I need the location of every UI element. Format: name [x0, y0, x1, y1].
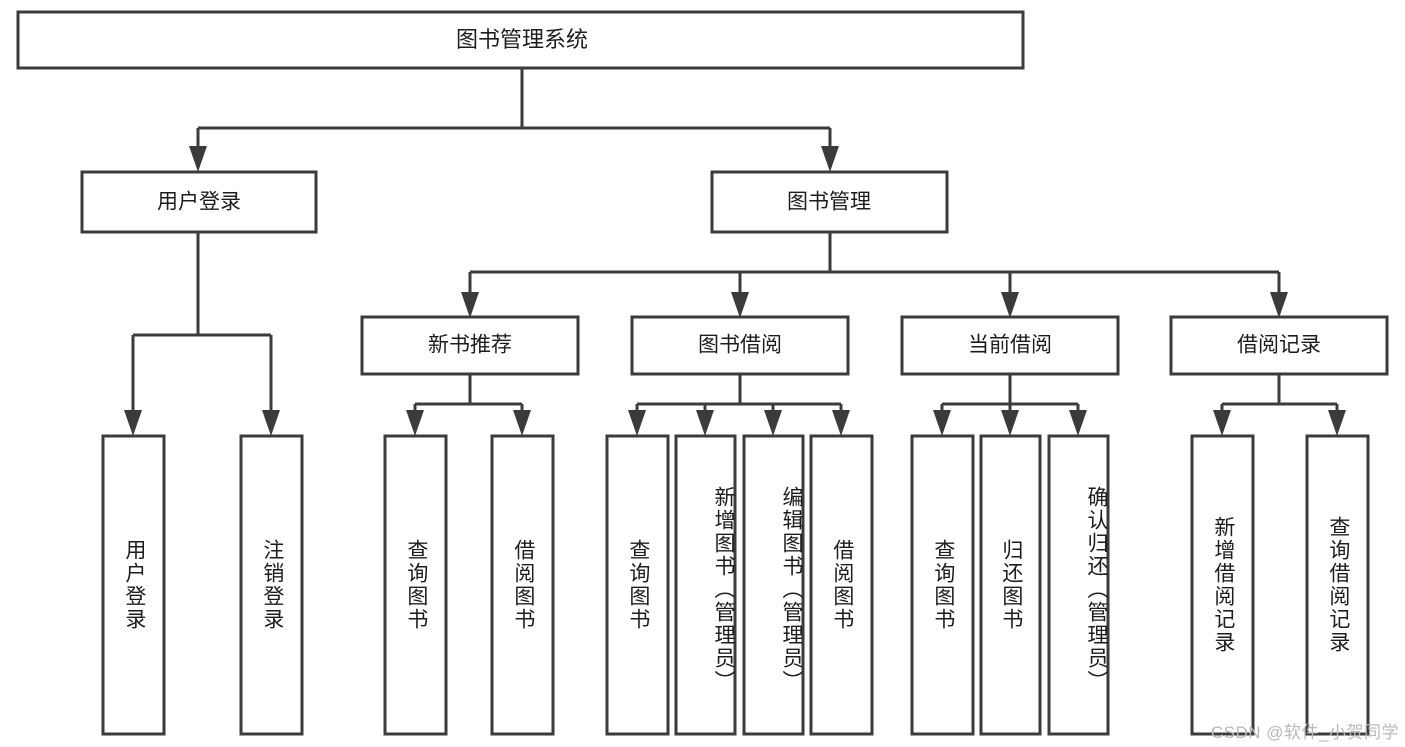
arrow-root-to-book-management — [821, 146, 839, 172]
arrow-leaf-query-book-1 — [406, 410, 424, 436]
node-current-borrow[interactable]: 当前借阅 — [900, 315, 1120, 376]
node-leaf-confirm-return-box[interactable] — [1047, 434, 1110, 736]
node-book-management-label: 图书管理 — [787, 191, 871, 214]
node-leaf-edit-book-box[interactable] — [742, 434, 805, 736]
arrow-leaf-user-login — [124, 410, 142, 436]
node-book-management-box[interactable] — [710, 170, 949, 234]
node-borrow-record-label: 借阅记录 — [1237, 334, 1321, 357]
arrow-leaf-return-book — [1001, 410, 1019, 436]
node-book-borrow[interactable]: 图书借阅 — [630, 315, 850, 376]
arrow-to-new-book-recommend — [461, 292, 479, 318]
node-leaf-query-book-3-box[interactable] — [910, 434, 975, 736]
arrow-leaf-confirm-return — [1069, 410, 1087, 436]
node-new-book-recommend-box[interactable] — [360, 315, 580, 376]
node-book-management[interactable]: 图书管理 — [710, 170, 949, 234]
node-user-login-label: 用户登录 — [157, 191, 241, 214]
arrow-leaf-add-book — [696, 410, 714, 436]
node-leaf-borrow-book-1-box[interactable] — [490, 434, 555, 736]
arrow-to-borrow-record — [1270, 292, 1288, 318]
node-user-login-box[interactable] — [80, 170, 318, 234]
node-root-label: 图书管理系统 — [456, 27, 588, 52]
node-root[interactable]: 图书管理系统 — [16, 10, 1025, 70]
edges-group — [124, 68, 1346, 436]
node-leaf-borrow-book-2-box[interactable] — [809, 434, 874, 736]
arrow-leaf-user-logout — [262, 410, 280, 436]
arrow-to-book-borrow — [731, 292, 749, 318]
arrow-leaf-add-record — [1213, 410, 1231, 436]
node-new-book-recommend-label: 新书推荐 — [428, 334, 512, 357]
node-user-login[interactable]: 用户登录 — [80, 170, 318, 234]
node-leaf-query-record-box[interactable] — [1305, 434, 1370, 736]
arrow-leaf-borrow-book-2 — [832, 410, 850, 436]
node-current-borrow-label: 当前借阅 — [968, 334, 1052, 357]
node-root-box[interactable] — [16, 10, 1025, 70]
node-leaf-user-login-box[interactable] — [101, 434, 166, 736]
node-leaf-query-book-1-box[interactable] — [383, 434, 448, 736]
watermark-text: CSDN @软件_小贺同学 — [1210, 723, 1399, 742]
nodes-group: 图书管理系统 用户登录 图书管理 新书推荐 图书借阅 — [16, 10, 1389, 736]
node-book-borrow-box[interactable] — [630, 315, 850, 376]
arrow-to-current-borrow — [1001, 292, 1019, 318]
node-leaf-add-book-box[interactable] — [674, 434, 737, 736]
node-leaf-user-logout-box[interactable] — [239, 434, 304, 736]
node-current-borrow-box[interactable] — [900, 315, 1120, 376]
node-leaf-query-book-2-box[interactable] — [605, 434, 670, 736]
arrow-leaf-query-book-2 — [628, 410, 646, 436]
arrow-leaf-borrow-book-1 — [513, 410, 531, 436]
node-new-book-recommend[interactable]: 新书推荐 — [360, 315, 580, 376]
arrow-root-to-user-login — [189, 146, 207, 172]
node-borrow-record-box[interactable] — [1169, 315, 1389, 376]
node-book-borrow-label: 图书借阅 — [698, 334, 782, 357]
node-leaf-return-book-box[interactable] — [979, 434, 1042, 736]
arrow-leaf-query-record — [1328, 410, 1346, 436]
node-borrow-record[interactable]: 借阅记录 — [1169, 315, 1389, 376]
arrow-leaf-query-book-3 — [933, 410, 951, 436]
arrow-leaf-edit-book — [764, 410, 782, 436]
node-leaf-add-record-box[interactable] — [1190, 434, 1255, 736]
